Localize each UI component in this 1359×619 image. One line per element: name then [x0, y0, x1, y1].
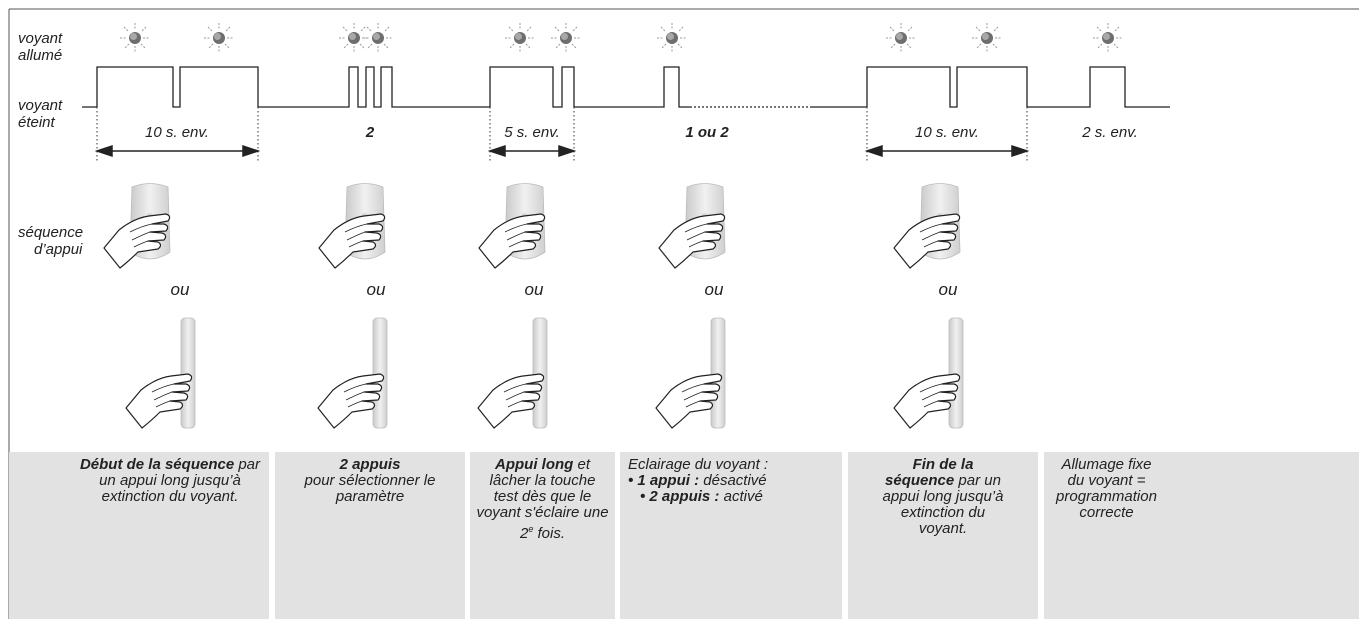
step-strong: 2 appuis [339, 456, 401, 473]
or-label: ou [366, 280, 386, 299]
step-option-2: • 2 appuis : activé [628, 489, 842, 505]
step-text: du voyant = [1067, 472, 1146, 489]
step-text: correcte [1079, 504, 1134, 521]
detector-devices [103, 183, 961, 269]
duration-5: 10 s. env. [915, 124, 979, 141]
step-end: Fin de la séquence par un appui long jus… [848, 452, 1038, 619]
step-select: 2 appuis pour sélectionner le paramètre [275, 452, 465, 619]
duration-4: 1 ou 2 [685, 124, 729, 141]
step-sup: e [528, 524, 534, 534]
remote-icon [532, 317, 548, 429]
step-option-1: • 1 appui : désactivé [628, 473, 842, 489]
or-label: ou [704, 280, 724, 299]
or-label: ou [938, 280, 958, 299]
remote-icon [948, 317, 964, 429]
label-line: voyant [18, 97, 63, 114]
step-long-press: Appui long et lâcher la touche test dès … [470, 452, 615, 619]
step-text: Eclairage du voyant : [628, 456, 769, 473]
duration-2: 2 [365, 124, 375, 141]
label-led-on: voyant allumé [18, 30, 62, 64]
or-label: ou [524, 280, 544, 299]
step-start: Début de la séquence par un appui long j… [9, 452, 269, 619]
arrows [94, 144, 1030, 158]
remote-icon [710, 317, 726, 429]
step-text: par un appui long jusqu’à extinction du … [882, 472, 1004, 537]
label-sequence: séquence d’appui [18, 224, 83, 258]
led-flash-icon [656, 22, 688, 54]
guides [96, 107, 1028, 162]
remote-icon [180, 317, 196, 429]
step-text: et lâcher la touche test dès que le voya… [476, 456, 609, 542]
label-led-off: voyant éteint [18, 97, 62, 131]
led-flash-icon [550, 22, 582, 54]
duration-1: 10 s. env. [145, 124, 209, 141]
led-flash-icon [362, 22, 394, 54]
step-text: fois. [533, 525, 566, 542]
step-text: par un appui long jusqu’à extinction du … [99, 456, 261, 505]
step-success: Allumage fixe du voyant = programmation … [1044, 452, 1359, 619]
led-flash-icon [119, 22, 151, 54]
step-text: pour sélectionner le paramètre [304, 472, 436, 505]
step-strong: Appui long [495, 456, 574, 473]
step-text: Allumage fixe [1061, 456, 1152, 473]
step-strong: • 1 appui : [628, 472, 700, 489]
led-flash-icon [504, 22, 536, 54]
label-line: voyant [18, 30, 63, 47]
label-line: allumé [18, 47, 63, 64]
or-label: ou [170, 280, 190, 299]
led-signal [82, 66, 690, 108]
led-flash-icon [1092, 22, 1124, 54]
step-text: désactivé [699, 472, 767, 489]
step-led-state: Eclairage du voyant : • 1 appui : désact… [620, 452, 842, 619]
label-line: d’appui [34, 241, 83, 258]
label-line: séquence [18, 224, 84, 241]
duration-3: 5 s. env. [504, 124, 560, 141]
led-signal-2 [810, 66, 1170, 108]
duration-6: 2 s. env. [1082, 124, 1138, 141]
step-strong: Début de la séquence [79, 456, 235, 473]
step-text: programmation [1056, 488, 1157, 505]
step-text: activé [719, 488, 763, 505]
remote-icon [372, 317, 388, 429]
led-flash-icon [971, 22, 1003, 54]
led-flash-icon [885, 22, 917, 54]
led-flash-icons [119, 22, 1124, 54]
step-strong: Fin de la séquence [885, 456, 974, 489]
step-strong: • 2 appuis : [640, 488, 720, 505]
remote-devices [125, 317, 964, 429]
led-flash-icon [203, 22, 235, 54]
label-line: éteint [18, 114, 55, 131]
